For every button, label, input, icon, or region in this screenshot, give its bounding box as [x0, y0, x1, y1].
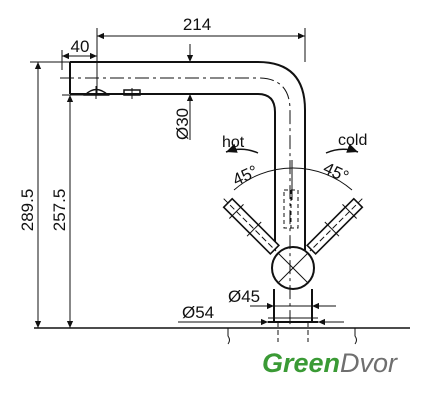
dim-40-label: 40 [71, 37, 90, 56]
aerator [83, 86, 141, 99]
dim-d54-label: Ø54 [182, 303, 214, 322]
hot-label: hot [222, 134, 245, 151]
svg-text:GreenDvor: GreenDvor [262, 348, 398, 378]
cartridge-hidden [283, 189, 299, 229]
dim-spout-reach: 214 [96, 15, 306, 94]
dim-base-diameter: Ø54 [178, 303, 344, 326]
cold-lever [222, 197, 280, 255]
dim-body-diameter: Ø45 [228, 287, 336, 310]
dim-total-height: 289.5 [18, 61, 70, 328]
countertop [34, 322, 410, 345]
dim-offset: 40 [61, 37, 97, 70]
dim-spout-diameter: Ø30 [173, 44, 194, 140]
dim-d45-label: Ø45 [228, 287, 260, 306]
angle-arc [233, 160, 353, 200]
brand-part1: Green [262, 348, 340, 378]
hot-lever [306, 197, 364, 255]
hot-arrow-icon [225, 143, 259, 154]
brand-part2: Dvor [340, 348, 398, 378]
dim-257-label: 257.5 [50, 189, 69, 232]
dim-d30-label: Ø30 [173, 108, 192, 140]
cold-label: cold [338, 132, 367, 149]
spout-inner-edge [70, 93, 276, 250]
spout-outer-edge [70, 61, 306, 250]
hot-angle-label: 45° [230, 162, 261, 190]
dim-289-label: 289.5 [18, 189, 37, 232]
dim-outlet-height: 257.5 [50, 94, 88, 328]
cold-arrow-icon [325, 143, 359, 154]
faucet-outline [60, 61, 306, 328]
brand-logo: GreenDvor [262, 348, 398, 378]
dim-214-label: 214 [183, 15, 211, 34]
cold-angle-label: 45° [320, 158, 351, 186]
mixer-body [271, 246, 315, 290]
